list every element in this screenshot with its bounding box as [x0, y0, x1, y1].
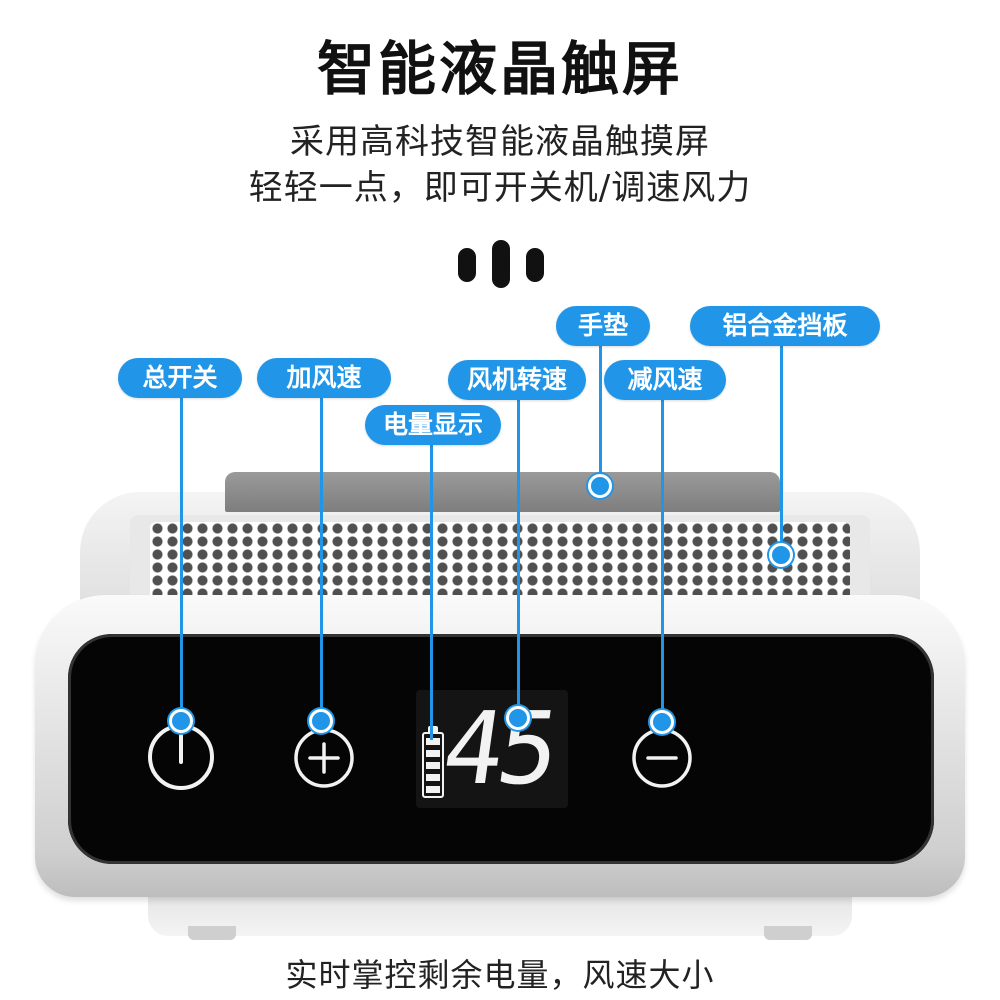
fan-speed-readout: 45	[435, 690, 561, 807]
speed-down-callout-dot	[650, 710, 674, 734]
label-battery-display: 电量显示	[365, 405, 501, 445]
page-title: 智能液晶触屏	[316, 35, 683, 103]
battery-cap	[428, 726, 438, 733]
plus-icon[interactable]	[293, 727, 355, 789]
battery-segment	[426, 750, 440, 757]
battery-segment	[426, 738, 440, 745]
battery-icon	[422, 732, 444, 798]
baffle-callout-dot	[769, 543, 793, 567]
baffle-callout-line	[780, 342, 783, 554]
fan-speed-callout-line	[517, 396, 520, 708]
speed-up-callout-line	[320, 394, 323, 720]
footer-caption: 实时掌控剩余电量，风速大小	[285, 956, 715, 994]
battery-segment	[426, 762, 440, 769]
decorative-bars	[458, 240, 548, 288]
label-aluminum-baffle: 铝合金挡板	[690, 306, 880, 346]
device-foot-left	[188, 926, 236, 940]
battery-segment	[426, 786, 440, 793]
fan-speed-callout-dot	[506, 706, 530, 730]
label-power: 总开关	[118, 358, 242, 398]
label-hand-pad: 手垫	[556, 306, 650, 346]
label-speed-down: 减风速	[604, 360, 726, 400]
minus-icon[interactable]	[631, 727, 693, 789]
hand-pad-callout-line	[599, 342, 602, 482]
label-speed-up: 加风速	[257, 358, 391, 398]
subtitle-line-1: 采用高科技智能液晶触摸屏	[290, 122, 710, 162]
hand-pad	[225, 472, 780, 512]
label-fan-speed: 风机转速	[448, 360, 586, 400]
speed-up-callout-dot	[309, 709, 333, 733]
device-foot-right	[764, 926, 812, 940]
battery-callout-line	[430, 440, 433, 740]
display-window	[416, 690, 568, 808]
power-callout-line	[180, 394, 183, 720]
power-callout-dot	[169, 709, 193, 733]
hand-pad-callout-dot	[588, 474, 612, 498]
subtitle-line-2: 轻轻一点，即可开关机/调速风力	[248, 168, 752, 208]
speed-down-callout-line	[661, 396, 664, 721]
perforated-grill	[150, 522, 850, 602]
battery-segment	[426, 774, 440, 781]
